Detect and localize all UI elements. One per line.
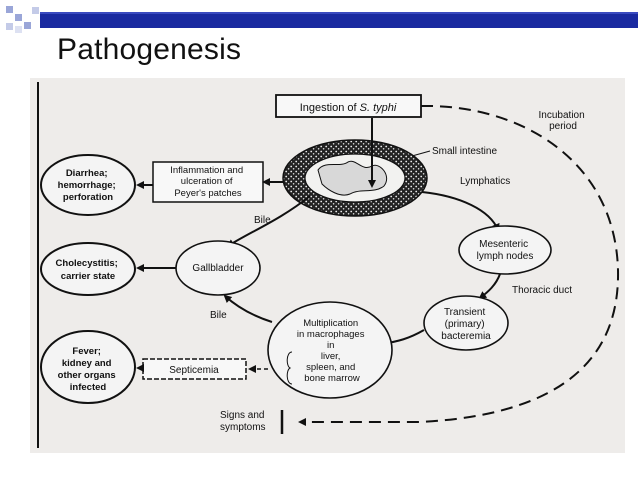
- thoracic-duct-arrow: [478, 273, 501, 300]
- svg-text:Ingestion of S. typhi: Ingestion of S. typhi: [300, 102, 397, 114]
- small-intestine-leader: [411, 150, 431, 157]
- diarrhea-circle: Diarrhea; hemorrhage; perforation: [40, 154, 136, 216]
- svg-text:Signs and symptoms: Signs and symptoms: [220, 410, 267, 433]
- inflammation-box: Inflammation and ulceration of Peyer's p…: [152, 161, 264, 203]
- svg-text:Fever; kidney and: Fever; kidney and other organs infected: [58, 346, 119, 393]
- svg-text:Inflammation and ulcerat: Inflammation and ulceration of Peyer's p…: [170, 165, 246, 199]
- slide-title: Pathogenesis: [57, 33, 242, 66]
- lymphatics-arrow: [421, 191, 500, 232]
- transient-bacteremia-circle: Transient (primary) bacteremia: [423, 295, 509, 351]
- signs-symptoms-label: Signs and symptoms: [220, 410, 284, 434]
- bile-to-gallbladder-arrow: [226, 195, 311, 248]
- svg-text:Transient (primary): Transient (primary) bacteremia: [441, 307, 491, 342]
- bile-bottom-label: Bile: [210, 310, 227, 321]
- gallbladder-circle: Gallbladder: [175, 240, 261, 296]
- small-intestine-label: Small intestine: [432, 146, 497, 157]
- svg-text:Cholecystitis; carrier s: Cholecystitis; carrier state: [56, 258, 121, 282]
- svg-text:Multiplication in macrop: Multiplication in macrophages in liver, …: [297, 318, 367, 384]
- cholecystitis-circle: Cholecystitis; carrier state: [40, 242, 136, 296]
- incubation-label: Incubation period: [539, 110, 588, 132]
- svg-text:Diarrhea; hemorrhage;: Diarrhea; hemorrhage; perforation: [58, 168, 119, 203]
- svg-text:Septicemia: Septicemia: [169, 365, 219, 376]
- thoracic-duct-label: Thoracic duct: [512, 285, 572, 296]
- small-intestine-ring: [282, 139, 428, 217]
- incubation-dashed-path: [298, 104, 620, 426]
- fever-circle: Fever; kidney and other organs infected: [40, 330, 136, 404]
- bile-to-gallbladder-lower-arrow: [223, 294, 273, 323]
- multiplication-circle: Multiplication in macrophages in liver, …: [267, 301, 393, 399]
- ingestion-box: Ingestion of S. typhi: [275, 94, 422, 118]
- header-bar: [0, 0, 638, 34]
- mesenteric-lymph-nodes-circle: Mesenteric lymph nodes: [458, 225, 552, 275]
- septicemia-box: Septicemia: [142, 358, 247, 380]
- svg-text:Mesenteric lymph nodes: Mesenteric lymph nodes: [477, 239, 534, 262]
- svg-text:Gallbladder: Gallbladder: [192, 263, 244, 274]
- bile-top-label: Bile: [254, 215, 271, 226]
- lymphatics-label: Lymphatics: [460, 176, 510, 187]
